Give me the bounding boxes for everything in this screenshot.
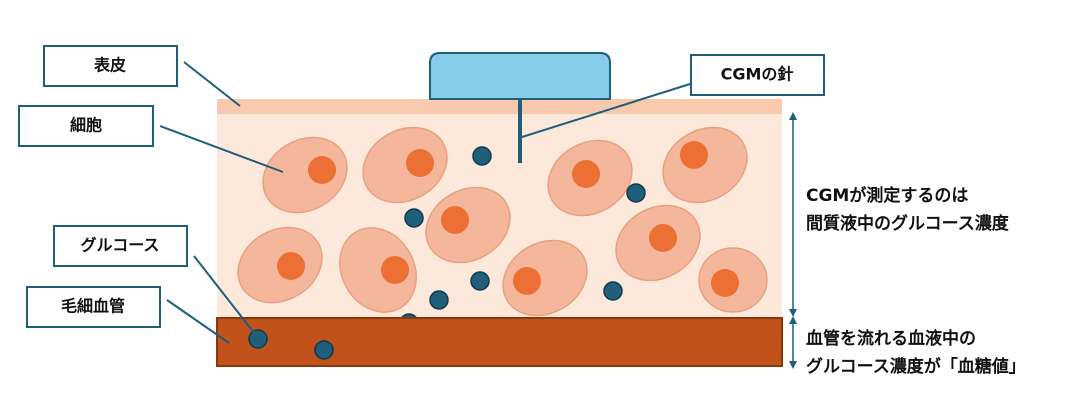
cell-nucleus (711, 269, 739, 297)
glucose-molecule (603, 281, 623, 301)
cell (698, 247, 768, 313)
cell-nucleus (513, 267, 541, 295)
cell-nucleus (649, 224, 677, 252)
leader-line (166, 299, 230, 344)
glucose-molecule (626, 183, 646, 203)
label-cells-text: 細胞 (70, 116, 102, 135)
glucose-molecule (470, 271, 490, 291)
capillary-vessel (216, 317, 783, 367)
cell (662, 126, 748, 204)
label-epidermis: 表皮 (43, 45, 178, 87)
glucose-molecule (314, 340, 334, 360)
label-needle-text: CGMの針 (721, 65, 794, 84)
cgm-sensor (429, 52, 611, 100)
cell (502, 239, 588, 317)
cell (547, 139, 633, 217)
label-capillary-text: 毛細血管 (61, 297, 125, 316)
label-epidermis-text: 表皮 (93, 56, 126, 75)
cell (362, 126, 448, 204)
epidermis-layer (217, 99, 782, 114)
label-capillary: 毛細血管 (26, 286, 161, 328)
cell-nucleus (572, 160, 600, 188)
leader-line (521, 83, 691, 138)
cell (339, 227, 417, 313)
label-glucose-text: グルコース (81, 236, 160, 255)
cell (262, 136, 348, 214)
label-glucose: グルコース (53, 225, 188, 267)
leader-line (183, 61, 241, 107)
glucose-molecule (248, 329, 268, 349)
label-needle: CGMの針 (690, 54, 825, 96)
glucose-molecule (429, 290, 449, 310)
cell-nucleus (406, 149, 434, 177)
cell (615, 204, 701, 282)
cell-nucleus (308, 156, 336, 184)
cell (425, 186, 511, 264)
cell (237, 226, 323, 304)
cell-nucleus (277, 252, 305, 280)
tissue-note-line1: CGMが測定するのは (806, 185, 968, 206)
tissue-note-line2: 間質液中のグルコース濃度 (806, 213, 1010, 234)
glucose-molecule (404, 208, 424, 228)
leader-line (159, 125, 284, 173)
cell-nucleus (680, 141, 708, 169)
blood-note-line1: 血管を流れる血液中の (806, 328, 976, 349)
cell-group (237, 126, 768, 317)
leader-line (193, 255, 256, 335)
glucose-molecule (472, 146, 492, 166)
label-cells: 細胞 (18, 105, 154, 147)
blood-note-line2: グルコース濃度が「血糖値」 (806, 356, 1026, 377)
cell-nucleus (381, 256, 409, 284)
cell-nucleus (441, 206, 469, 234)
